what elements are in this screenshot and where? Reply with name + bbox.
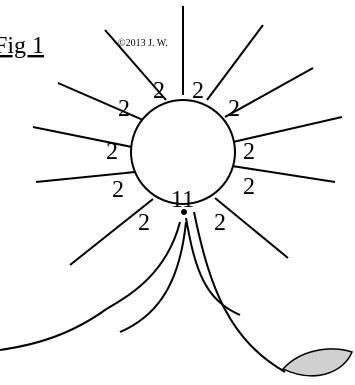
ray-count: 2 (106, 139, 118, 165)
ray-line (58, 83, 143, 120)
ray-count: 2 (138, 210, 150, 236)
leaf-shape (283, 349, 352, 376)
ray-count: 2 (228, 96, 240, 122)
thread-left-inner (120, 222, 186, 332)
figure-label: Fig 1 (0, 33, 44, 59)
ray-count: 2 (153, 78, 165, 104)
ray-count: 2 (192, 78, 204, 104)
ray-count: 2 (112, 177, 124, 203)
copyright-notice: ©2013 J. W. (118, 38, 168, 49)
ray-line (207, 25, 263, 100)
thread-lines (0, 212, 285, 372)
center-count: 11 (171, 187, 194, 213)
thread-right-inner (186, 218, 240, 315)
ray-count: 2 (214, 210, 226, 236)
ray-count: 2 (243, 139, 255, 165)
thread-left-outer (0, 222, 180, 350)
ray-count: 2 (243, 174, 255, 200)
ray-count: 2 (118, 96, 130, 122)
thread-right-outer (194, 212, 285, 372)
